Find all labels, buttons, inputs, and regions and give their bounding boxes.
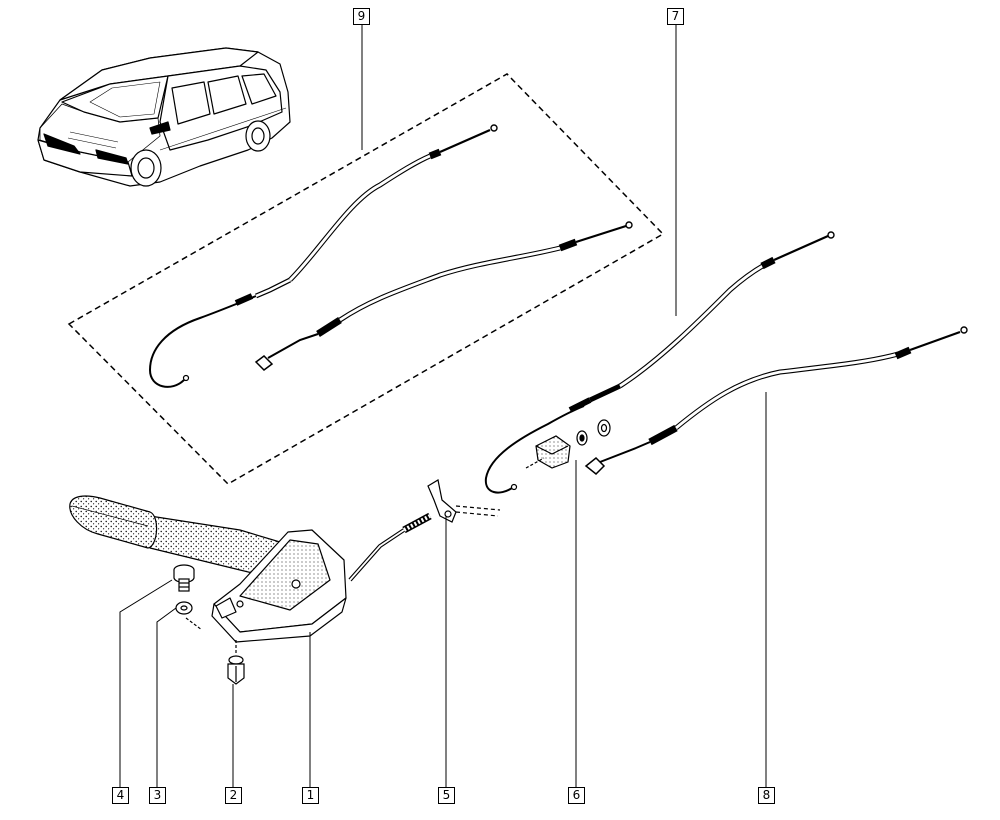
leader-lines [119,24,767,788]
cable-8 [584,326,968,476]
cable-guide-5 [427,479,501,523]
callout-2: 2 [225,787,242,804]
handbrake-lever-1 [69,495,432,643]
callout-6: 6 [568,787,585,804]
callout-7: 7 [667,8,684,25]
washer-3 [175,601,203,631]
cable-7 [484,231,835,494]
callout-9: 9 [353,8,370,25]
kit-cable-right [254,221,633,371]
kit-cable-left [148,124,498,388]
callout-3: 3 [149,787,166,804]
kit-outline-9 [67,73,665,485]
cable-connector-6 [525,419,611,469]
nut-2 [227,640,245,685]
bolt-4 [173,564,195,592]
callout-4: 4 [112,787,129,804]
callout-8: 8 [758,787,775,804]
callout-1: 1 [302,787,319,804]
callout-5: 5 [438,787,455,804]
vehicle-illustration [37,47,291,187]
